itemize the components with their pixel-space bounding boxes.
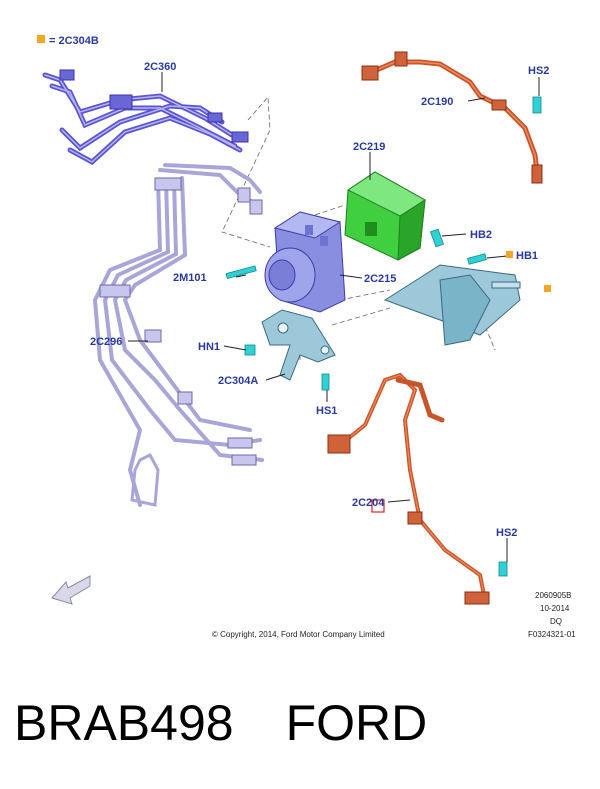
- label-HN1[interactable]: HN1: [198, 341, 220, 353]
- fasteners: [225, 96, 542, 577]
- abs-control-module-2C219[interactable]: [344, 171, 426, 261]
- label-HB1[interactable]: HB1: [516, 250, 538, 262]
- label-2C360[interactable]: 2C360: [144, 61, 176, 73]
- bolt-HS1-icon[interactable]: [321, 373, 330, 391]
- bolt-HB2-icon[interactable]: [429, 228, 445, 248]
- brand-name: FORD: [285, 695, 428, 751]
- label-2C204[interactable]: 2C204: [352, 497, 385, 509]
- bolt-HS2-bottom-icon[interactable]: [498, 561, 508, 577]
- bolt-HB1-icon[interactable]: [467, 253, 487, 265]
- bolt-HS2-top-icon[interactable]: [532, 96, 542, 114]
- vehicle-front-direction-icon: [51, 575, 91, 605]
- bolt-2M101-icon[interactable]: [225, 265, 257, 280]
- copyright-notice: © Copyright, 2014, Ford Motor Company Li…: [212, 630, 385, 639]
- brake-tube-2C360[interactable]: [42, 69, 249, 166]
- meta-drawing-number: 2060905B: [535, 591, 571, 600]
- legend-text: = 2C304B: [49, 35, 99, 47]
- label-HS2-bottom[interactable]: HS2: [496, 527, 517, 539]
- wheel-speed-sensor-2C204[interactable]: [327, 372, 490, 605]
- callout-labels: 2C360 2C190 HS2 2C219 HB2 HB1 2M101 2C21…: [90, 61, 551, 539]
- footer-caption: BRAB498 FORD: [14, 688, 594, 758]
- connector-highlight-box: [371, 499, 385, 513]
- brake-tube-2C296[interactable]: [92, 163, 264, 507]
- label-HS1[interactable]: HS1: [316, 405, 337, 417]
- mounting-bracket-2C304B[interactable]: [383, 264, 521, 346]
- parts-diagram: = 2C304B: [37, 35, 576, 639]
- part-number: BRAB498: [14, 695, 234, 751]
- callout-leaders: [128, 72, 540, 562]
- meta-code: DQ: [550, 617, 562, 626]
- mounting-bracket-2C304A[interactable]: [261, 309, 336, 381]
- legend: = 2C304B: [37, 35, 99, 47]
- drawing-metadata: 2060905B 10-2014 DQ F0324321-01 © Copyri…: [212, 591, 576, 639]
- meta-date: 10-2014: [540, 604, 570, 613]
- label-2M101[interactable]: 2M101: [173, 272, 207, 284]
- meta-figure-id: F0324321-01: [528, 630, 576, 639]
- label-2C215[interactable]: 2C215: [364, 273, 396, 285]
- hb1-marker-icon: [506, 251, 513, 258]
- label-2C219[interactable]: 2C219: [353, 141, 385, 153]
- bracket-marker-icon: [544, 285, 551, 292]
- label-2C304A[interactable]: 2C304A: [218, 375, 258, 387]
- label-2C190[interactable]: 2C190: [421, 96, 453, 108]
- abs-hydraulic-unit-2C215[interactable]: [264, 211, 346, 313]
- legend-marker-icon: [37, 35, 45, 43]
- bolt-HN1-icon[interactable]: [244, 344, 256, 356]
- label-HS2-top[interactable]: HS2: [528, 65, 549, 77]
- label-HB2[interactable]: HB2: [470, 229, 492, 241]
- label-2C296[interactable]: 2C296: [90, 336, 122, 348]
- wheel-speed-sensor-2C190[interactable]: [361, 51, 543, 184]
